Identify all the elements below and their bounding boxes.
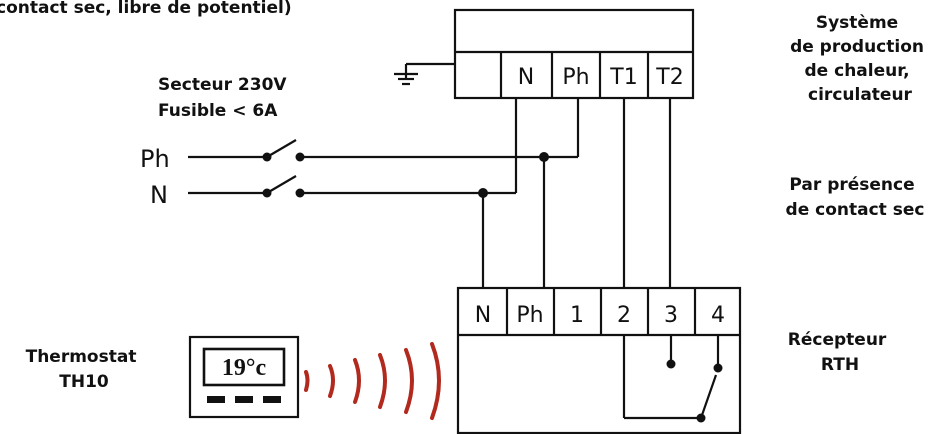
thermostat-device: 19°c bbox=[188, 335, 300, 419]
neutral-switch-blade bbox=[266, 175, 297, 194]
dry-contact-note: Par présence de contact sec bbox=[786, 175, 925, 220]
phase-switch-blade bbox=[266, 139, 297, 158]
mains-phase-label: Ph bbox=[140, 145, 170, 173]
heating-system-unit: N Ph T1 T2 bbox=[453, 8, 695, 100]
heating-system-label: Système de production de chaleur, circul… bbox=[790, 13, 930, 105]
terminal-ph-heating: Ph bbox=[562, 65, 589, 90]
terminal-1-receiver: 1 bbox=[570, 303, 584, 328]
terminal-t1-heating: T1 bbox=[609, 65, 637, 90]
terminal-n-heating: N bbox=[518, 65, 534, 90]
terminal-ph-receiver: Ph bbox=[516, 303, 543, 328]
thermostat-display: 19°c bbox=[222, 355, 267, 381]
mains-label: Secteur 230V Fusible < 6A bbox=[158, 75, 292, 121]
receiver-label: Récepteur RTH bbox=[788, 330, 892, 375]
terminal-4-receiver: 4 bbox=[711, 303, 725, 328]
terminal-3-receiver: 3 bbox=[664, 303, 678, 328]
terminal-2-receiver: 2 bbox=[617, 303, 631, 328]
radio-signal-waves-icon bbox=[304, 342, 441, 420]
mains-wiring bbox=[188, 98, 672, 288]
mains-neutral-label: N bbox=[150, 181, 168, 209]
terminal-n-receiver: N bbox=[475, 303, 491, 328]
relay-contact-blade bbox=[699, 374, 718, 419]
ground-icon bbox=[394, 62, 455, 86]
thermostat-label: Thermostat TH10 bbox=[26, 347, 143, 392]
receiver-unit: N Ph 1 2 3 4 bbox=[456, 286, 742, 434]
header-text: contact sec, libre de potentiel) bbox=[0, 0, 292, 18]
terminal-t2-heating: T2 bbox=[655, 65, 683, 90]
